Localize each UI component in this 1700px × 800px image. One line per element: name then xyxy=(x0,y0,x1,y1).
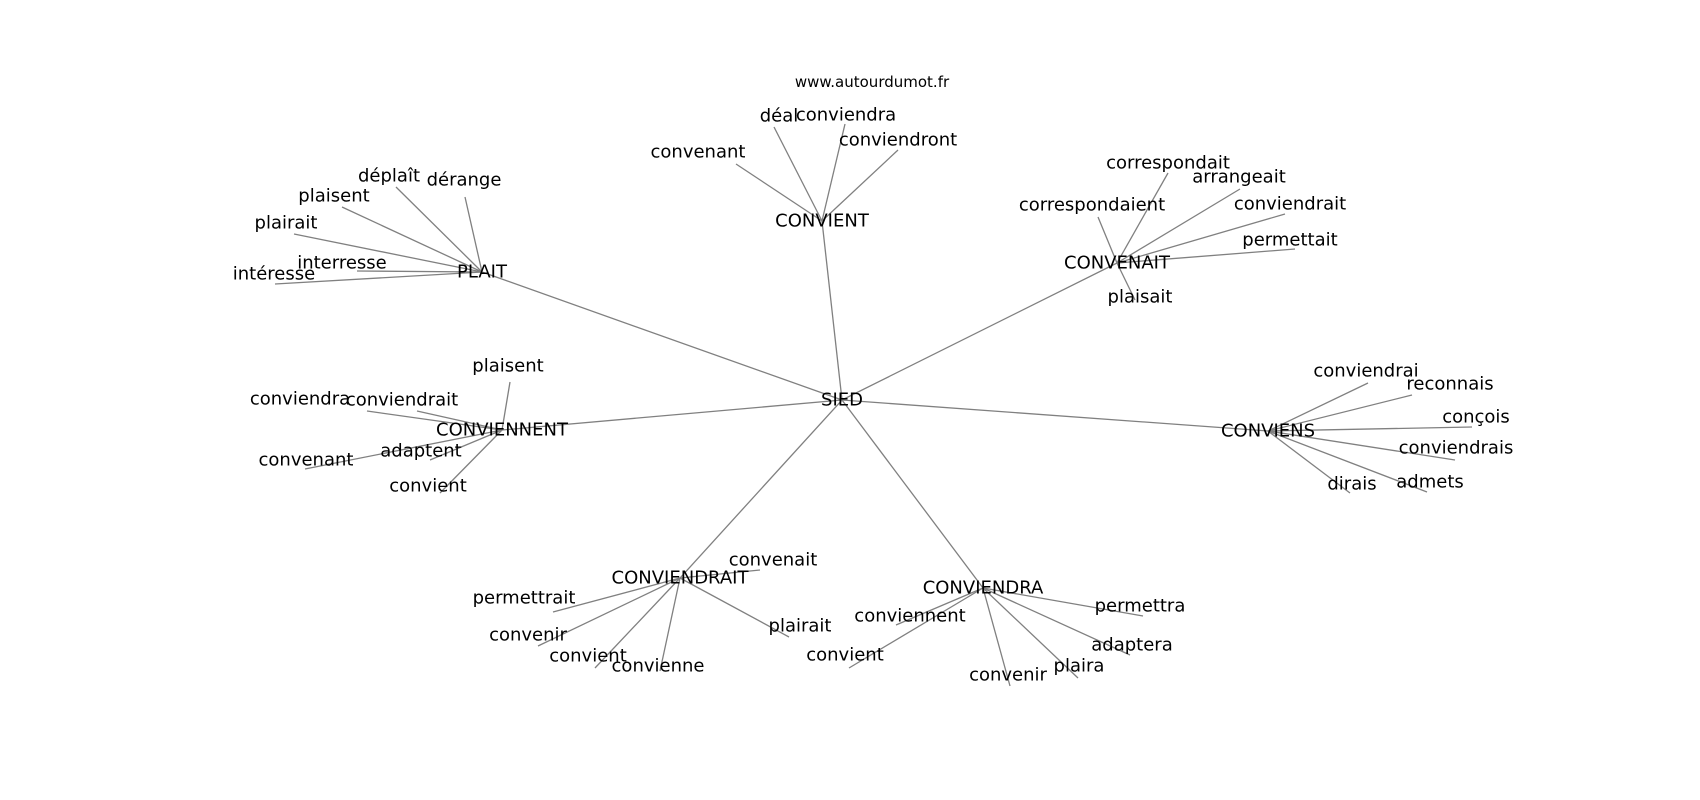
leaf-label: convient xyxy=(389,476,467,497)
leaf-label: convenir xyxy=(969,665,1047,686)
edge-convenait-leaf-3 xyxy=(1116,213,1286,264)
group-node-conviendrait: CONVIENDRAIT xyxy=(612,568,750,589)
edge-conviendrait-leaf-0 xyxy=(679,569,761,579)
leaf-label: plairait xyxy=(769,616,832,637)
edge-plait-leaf-3 xyxy=(293,233,483,273)
leaf-label: déplaît xyxy=(358,166,420,187)
edge-conviennent-leaf-2 xyxy=(416,410,503,431)
group-node-conviennent: CONVIENNENT xyxy=(436,420,569,441)
edge-plait-leaf-2 xyxy=(341,206,483,273)
edge-center-conviendra xyxy=(841,399,984,589)
edge-conviendrait-leaf-3 xyxy=(594,577,681,669)
edge-conviennent-leaf-4 xyxy=(429,429,503,461)
edge-plait-leaf-0 xyxy=(395,186,483,273)
leaf-label: convenait xyxy=(729,550,818,571)
leaf-label: convenant xyxy=(259,450,354,471)
edge-conviendra-leaf-0 xyxy=(895,587,984,626)
leaf-label: conviendra xyxy=(250,389,350,410)
edge-conviens-leaf-2 xyxy=(1267,426,1473,432)
leaf-label: dirais xyxy=(1327,474,1376,495)
edge-convenait-leaf-4 xyxy=(1116,248,1296,264)
leaf-label: conviendra xyxy=(796,105,896,126)
leaf-label: plaisait xyxy=(1108,287,1173,308)
edge-center-convient xyxy=(821,220,843,401)
group-node-convient: CONVIENT xyxy=(775,211,870,232)
leaf-label: déal xyxy=(760,106,799,127)
site-url: www.autourdumot.fr xyxy=(795,73,950,91)
edge-conviens-leaf-0 xyxy=(1267,382,1369,432)
leaf-label: adaptent xyxy=(380,441,462,462)
edge-conviennent-leaf-0 xyxy=(501,381,511,431)
edge-conviendrait-leaf-2 xyxy=(537,577,681,647)
edge-conviens-leaf-1 xyxy=(1267,394,1413,432)
edge-conviennent-leaf-5 xyxy=(439,429,503,494)
edge-conviennent-leaf-3 xyxy=(304,429,503,470)
leaf-label: convenir xyxy=(489,625,567,646)
leaf-label: correspondait xyxy=(1106,153,1230,174)
leaf-label: conviendrais xyxy=(1399,438,1514,459)
edge-conviens-leaf-4 xyxy=(1267,430,1428,493)
edge-convient-leaf-1 xyxy=(821,123,846,222)
edge-center-convenait xyxy=(841,262,1118,401)
group-node-convenait: CONVENAIT xyxy=(1064,253,1171,274)
leaf-label: arrangeait xyxy=(1192,167,1286,188)
leaf-label: interresse xyxy=(297,253,387,274)
leaf-label: adaptera xyxy=(1091,635,1172,656)
edge-conviendrait-leaf-5 xyxy=(679,577,790,638)
edge-convenait-leaf-5 xyxy=(1116,262,1136,301)
edge-conviendrait-leaf-1 xyxy=(552,577,681,613)
leaf-label: plaira xyxy=(1054,656,1105,677)
leaf-label: convient xyxy=(549,646,627,667)
leaf-label: plairait xyxy=(255,213,318,234)
group-node-plait: PLAIT xyxy=(457,262,508,283)
edge-plait-leaf-4 xyxy=(356,270,483,273)
edge-conviendra-leaf-3 xyxy=(982,587,1131,656)
edge-conviendrait-leaf-4 xyxy=(659,577,681,672)
edge-conviens-leaf-3 xyxy=(1267,430,1456,461)
leaf-label: conviennent xyxy=(854,606,965,627)
leaf-label: plaisent xyxy=(472,356,543,377)
leaf-label: intéresse xyxy=(233,264,315,285)
edge-conviendra-leaf-4 xyxy=(982,587,1011,687)
edge-convient-leaf-2 xyxy=(821,149,899,222)
edge-convenait-leaf-0 xyxy=(1116,172,1169,264)
leaf-label: permettrait xyxy=(473,588,576,609)
leaf-label: admets xyxy=(1396,472,1464,493)
edge-conviennent-leaf-1 xyxy=(366,410,503,431)
leaf-label: dérange xyxy=(427,170,502,191)
leaf-label: conviendrait xyxy=(346,390,458,411)
edge-convient-leaf-0 xyxy=(773,126,823,222)
edge-center-conviens xyxy=(841,399,1269,432)
leaf-label: conviendrait xyxy=(1234,194,1346,215)
labels-layer: déalconviendraconviendrontconvenantCONVI… xyxy=(233,105,1514,686)
leaf-label: conviendrai xyxy=(1313,361,1418,382)
group-node-conviens: CONVIENS xyxy=(1221,421,1315,442)
leaf-label: correspondaient xyxy=(1019,195,1165,216)
leaf-label: conçois xyxy=(1442,407,1510,428)
leaf-label: conviendront xyxy=(839,130,957,151)
edge-conviens-leaf-5 xyxy=(1267,430,1351,494)
leaf-label: reconnais xyxy=(1406,374,1493,395)
edge-convenait-leaf-2 xyxy=(1097,216,1118,264)
edge-conviendra-leaf-2 xyxy=(848,587,984,669)
leaf-label: convienne xyxy=(612,656,705,677)
edge-plait-leaf-5 xyxy=(274,271,483,285)
edges-layer xyxy=(274,123,1473,687)
leaf-label: permettra xyxy=(1095,596,1186,617)
center-node: SIED xyxy=(821,390,863,411)
leaf-label: permettait xyxy=(1242,230,1337,251)
edge-conviendra-leaf-5 xyxy=(982,587,1079,679)
edge-center-plait xyxy=(481,271,843,401)
group-node-conviendra: CONVIENDRA xyxy=(923,578,1044,599)
edge-conviendra-leaf-1 xyxy=(982,587,1144,617)
leaf-label: convient xyxy=(806,645,884,666)
leaf-label: convenant xyxy=(651,142,746,163)
edge-center-conviennent xyxy=(501,399,843,431)
edge-convenait-leaf-1 xyxy=(1116,188,1241,264)
edge-plait-leaf-1 xyxy=(464,196,483,273)
edge-center-conviendrait xyxy=(679,399,843,579)
leaf-label: plaisent xyxy=(298,186,369,207)
edge-convient-leaf-3 xyxy=(735,163,823,222)
